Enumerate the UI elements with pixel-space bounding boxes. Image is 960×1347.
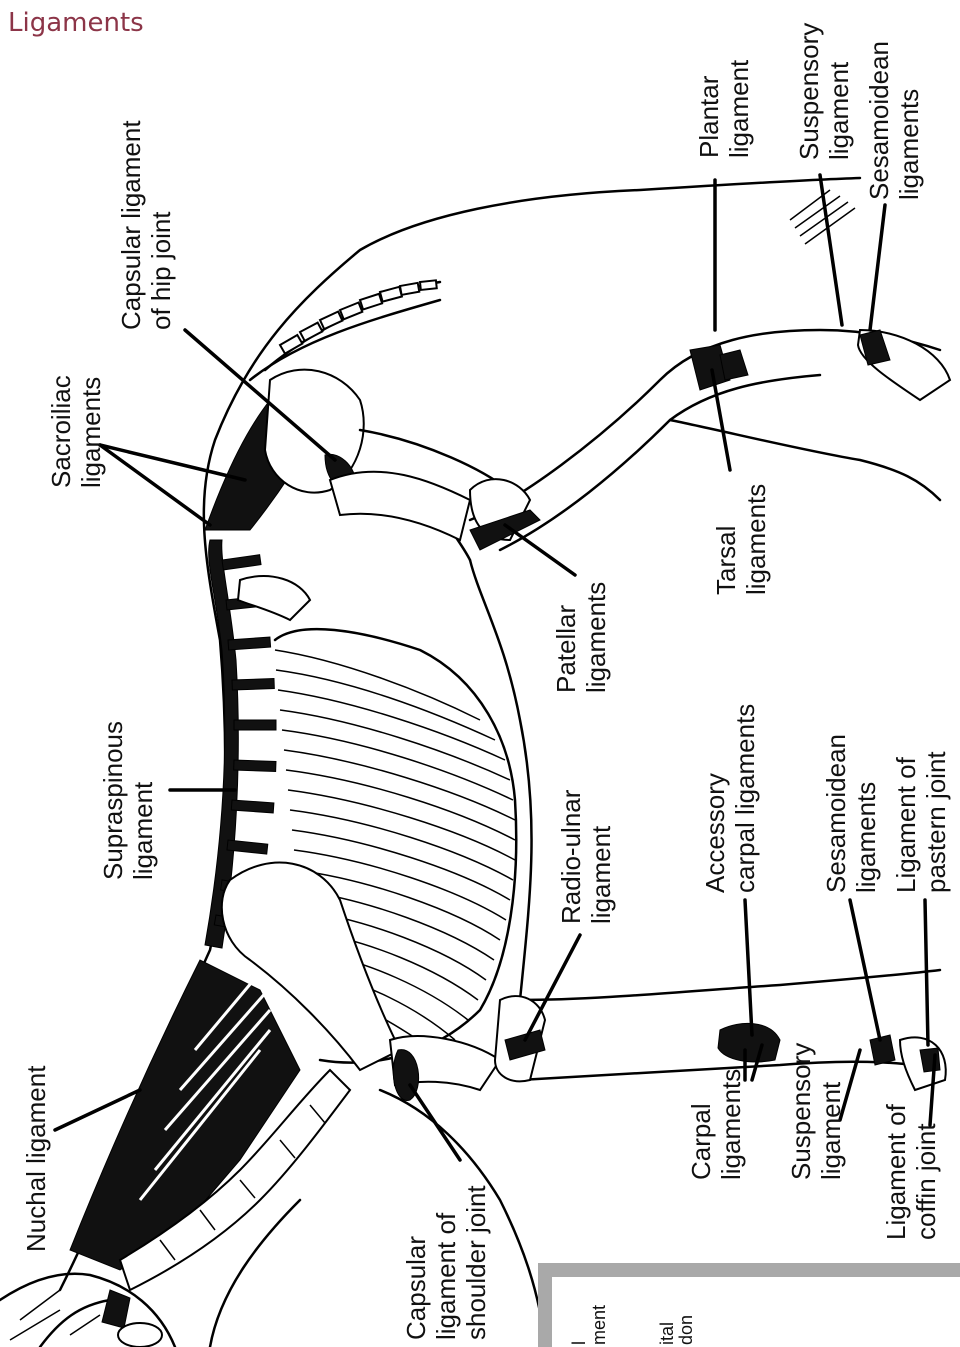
panel-fragment-3: ital <box>657 1322 677 1345</box>
label-pastern: Ligament of pastern joint <box>891 750 951 893</box>
label-sesamoidean-fore: Sesamoidean ligaments <box>821 727 881 893</box>
label-capsular-hip: Capsular ligament of hip joint <box>116 113 176 330</box>
label-sesamoidean-hind: Sesamoidean ligaments <box>864 34 924 200</box>
label-sacroiliac: Sacroiliac ligaments <box>46 368 106 488</box>
label-radio-ulnar: Radio-ulnar ligament <box>556 782 616 924</box>
label-supraspinous: Supraspinous ligament <box>98 714 158 880</box>
cropped-panel: l ment ital don <box>545 1270 960 1347</box>
leader-radio-ulnar <box>525 935 580 1040</box>
panel-fragment-1: l <box>569 1341 589 1345</box>
leader-sesamoidean-fore <box>850 900 880 1040</box>
leader-accessory-carpal <box>745 900 752 1035</box>
leader-capsular-shoulder <box>410 1085 460 1160</box>
label-suspensory-fore: Suspensory ligament <box>786 1035 846 1180</box>
label-suspensory-hind: Suspensory ligament <box>794 15 854 160</box>
label-tarsal: Tarsal ligaments <box>711 484 771 595</box>
label-accessory-carpal: Accessory carpal ligaments <box>700 704 760 893</box>
leader-pastern <box>925 900 928 1045</box>
label-capsular-shoulder: Capsular ligament of shoulder joint <box>401 1185 491 1340</box>
label-patellar: Patellar ligaments <box>551 582 611 693</box>
leader-sesamoidean-hind <box>870 205 885 330</box>
tail <box>265 280 440 370</box>
label-plantar: Plantar ligament <box>694 59 754 158</box>
label-nuchal: Nuchal ligament <box>21 1065 51 1252</box>
leader-tarsal <box>712 370 730 470</box>
horse-head <box>0 1274 175 1347</box>
panel-fragment-2: ment <box>589 1305 609 1345</box>
leader-patellar <box>505 525 575 575</box>
pelvis <box>205 370 470 620</box>
label-carpal: Carpal ligaments <box>686 1069 746 1180</box>
panel-fragment-4: don <box>676 1315 696 1345</box>
